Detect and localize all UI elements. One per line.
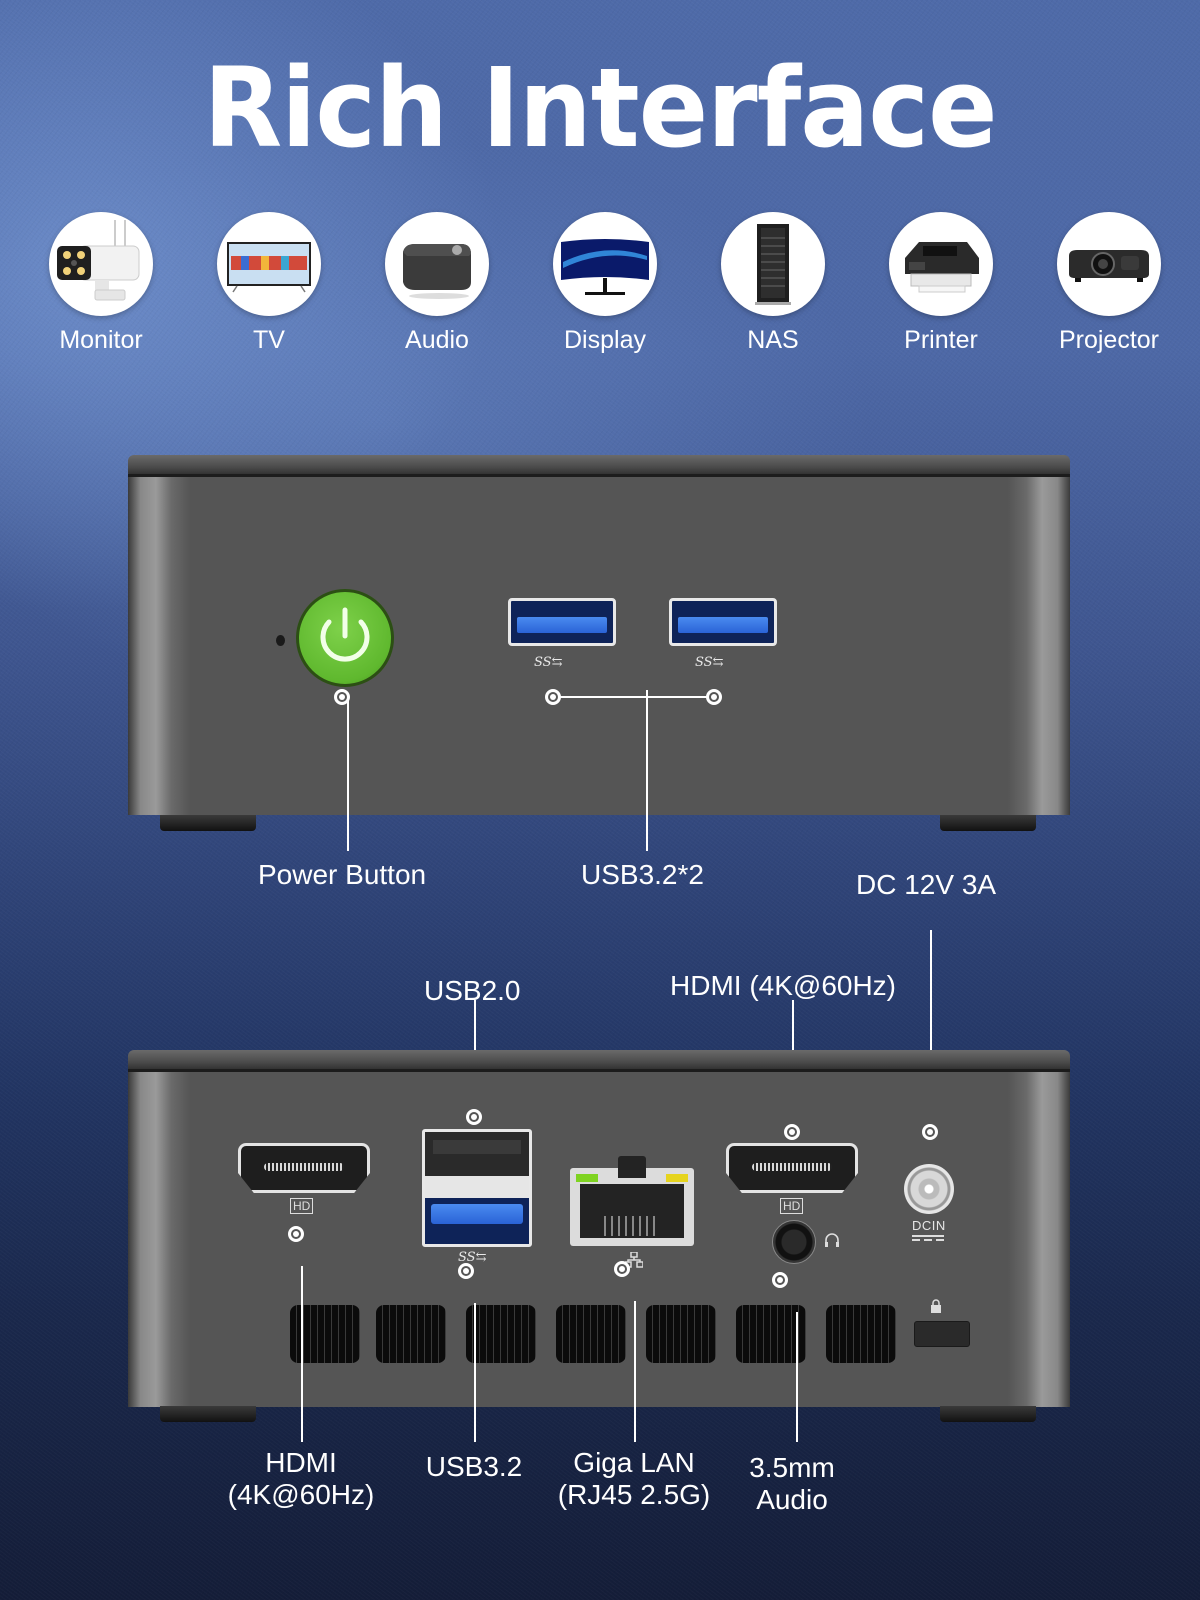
power-button[interactable] <box>296 589 394 687</box>
usb-stacked-port <box>422 1129 532 1247</box>
audio-jack-port <box>772 1220 816 1264</box>
lock-icon <box>930 1299 942 1316</box>
device-display: Display <box>550 212 660 355</box>
hdmi-right-callout-anchor <box>784 1124 800 1140</box>
security-camera-icon <box>49 212 153 316</box>
usb32-callout-anchor-1 <box>545 689 561 705</box>
air-vent <box>466 1305 536 1363</box>
compatible-devices-row: Monitor TV Audio <box>0 212 1200 362</box>
device-label: NAS <box>747 326 799 354</box>
hdmi-logo-icon: HD <box>780 1198 804 1214</box>
hdmi-right-label: HDMI (4K@60Hz) <box>670 970 897 1001</box>
rj45-lan-port <box>570 1156 694 1246</box>
superspeed-usb-icon: SS⇆ <box>695 655 724 670</box>
tv-icon <box>217 212 321 316</box>
mini-pc-front-view: SS⇆ SS⇆ <box>128 455 1070 831</box>
callout-line <box>474 1303 476 1442</box>
superspeed-usb-icon: SS⇆ <box>534 655 563 670</box>
curved-monitor-icon <box>553 212 657 316</box>
usb32-port-2 <box>669 598 777 646</box>
hdmi-logo-icon: HD <box>290 1198 314 1214</box>
server-rack-icon <box>721 212 825 316</box>
power-icon <box>320 607 370 662</box>
device-label: Projector <box>1058 326 1160 354</box>
chassis-foot <box>940 1406 1036 1422</box>
chassis-lid <box>128 455 1070 479</box>
device-tv: TV <box>214 212 324 355</box>
projector-icon <box>1057 212 1161 316</box>
device-label: Printer <box>904 326 978 354</box>
device-label: Monitor <box>59 326 143 354</box>
device-label: Audio <box>405 326 469 354</box>
usb32-callout-anchor-2 <box>706 689 722 705</box>
hdmi-left-label: HDMI (4K@60Hz) <box>227 1447 375 1510</box>
device-monitor: Monitor <box>46 212 156 355</box>
usb32-port-1 <box>508 598 616 646</box>
superspeed-usb-icon: SS⇆ <box>458 1250 487 1265</box>
power-led-icon <box>276 635 285 646</box>
lan-callout-anchor <box>614 1261 630 1277</box>
printer-icon <box>889 212 993 316</box>
usb20-callout-anchor <box>466 1109 482 1125</box>
air-vent <box>376 1305 446 1363</box>
mini-pc-rear-view: HD SS⇆ HD DCIN <box>128 1050 1070 1422</box>
chassis-lid <box>128 1050 1070 1074</box>
callout-line <box>646 690 648 851</box>
chassis-foot <box>160 815 256 831</box>
rear-panel: HD SS⇆ HD DCIN <box>128 1072 1070 1407</box>
usb32-callout-anchor <box>458 1263 474 1279</box>
dc-power-jack <box>904 1164 954 1214</box>
dc-in-marking: DCIN <box>912 1218 946 1233</box>
page-title: Rich Interface <box>203 44 997 172</box>
device-nas: NAS <box>718 212 828 355</box>
usb32-label: USB3.2 <box>425 1451 523 1482</box>
dc-symbol <box>912 1235 944 1237</box>
usb20-port <box>425 1132 529 1176</box>
lan-label: Giga LAN (RJ45 2.5G) <box>557 1447 711 1510</box>
headphone-icon <box>824 1232 840 1251</box>
callout-line <box>930 930 932 1148</box>
dc-in-label: DC 12V 3A <box>856 869 997 900</box>
activity-led-yellow <box>666 1174 688 1182</box>
device-printer: Printer <box>886 212 996 355</box>
air-vent <box>646 1305 716 1363</box>
callout-line <box>796 1312 798 1442</box>
audio-callout-anchor <box>772 1272 788 1288</box>
front-panel: SS⇆ SS⇆ <box>128 477 1070 815</box>
usb32x2-label: USB3.2*2 <box>581 859 704 890</box>
callout-line <box>301 1266 303 1442</box>
dc-callout-anchor <box>922 1124 938 1140</box>
link-led-green <box>576 1174 598 1182</box>
chassis-foot <box>160 1406 256 1422</box>
air-vent <box>556 1305 626 1363</box>
hdmi-port-right <box>726 1143 858 1193</box>
power-button-label: Power Button <box>258 859 427 890</box>
speaker-icon <box>385 212 489 316</box>
device-label: Display <box>564 326 646 354</box>
air-vent <box>736 1305 806 1363</box>
hdmi-port-left <box>238 1143 370 1193</box>
callout-line <box>558 696 708 698</box>
device-audio: Audio <box>382 212 492 355</box>
callout-line <box>634 1301 636 1442</box>
device-projector: Projector <box>1054 212 1164 355</box>
dc-symbol <box>912 1239 944 1241</box>
usb32-port <box>425 1198 529 1244</box>
hdmi-left-callout-anchor <box>288 1226 304 1242</box>
callout-line <box>347 696 349 851</box>
usb20-label: USB2.0 <box>424 975 521 1006</box>
chassis-foot <box>940 815 1036 831</box>
air-vent <box>826 1305 896 1363</box>
audio-label: 3.5mm Audio <box>749 1452 835 1515</box>
device-label: TV <box>253 326 285 354</box>
kensington-lock-slot <box>914 1321 970 1347</box>
